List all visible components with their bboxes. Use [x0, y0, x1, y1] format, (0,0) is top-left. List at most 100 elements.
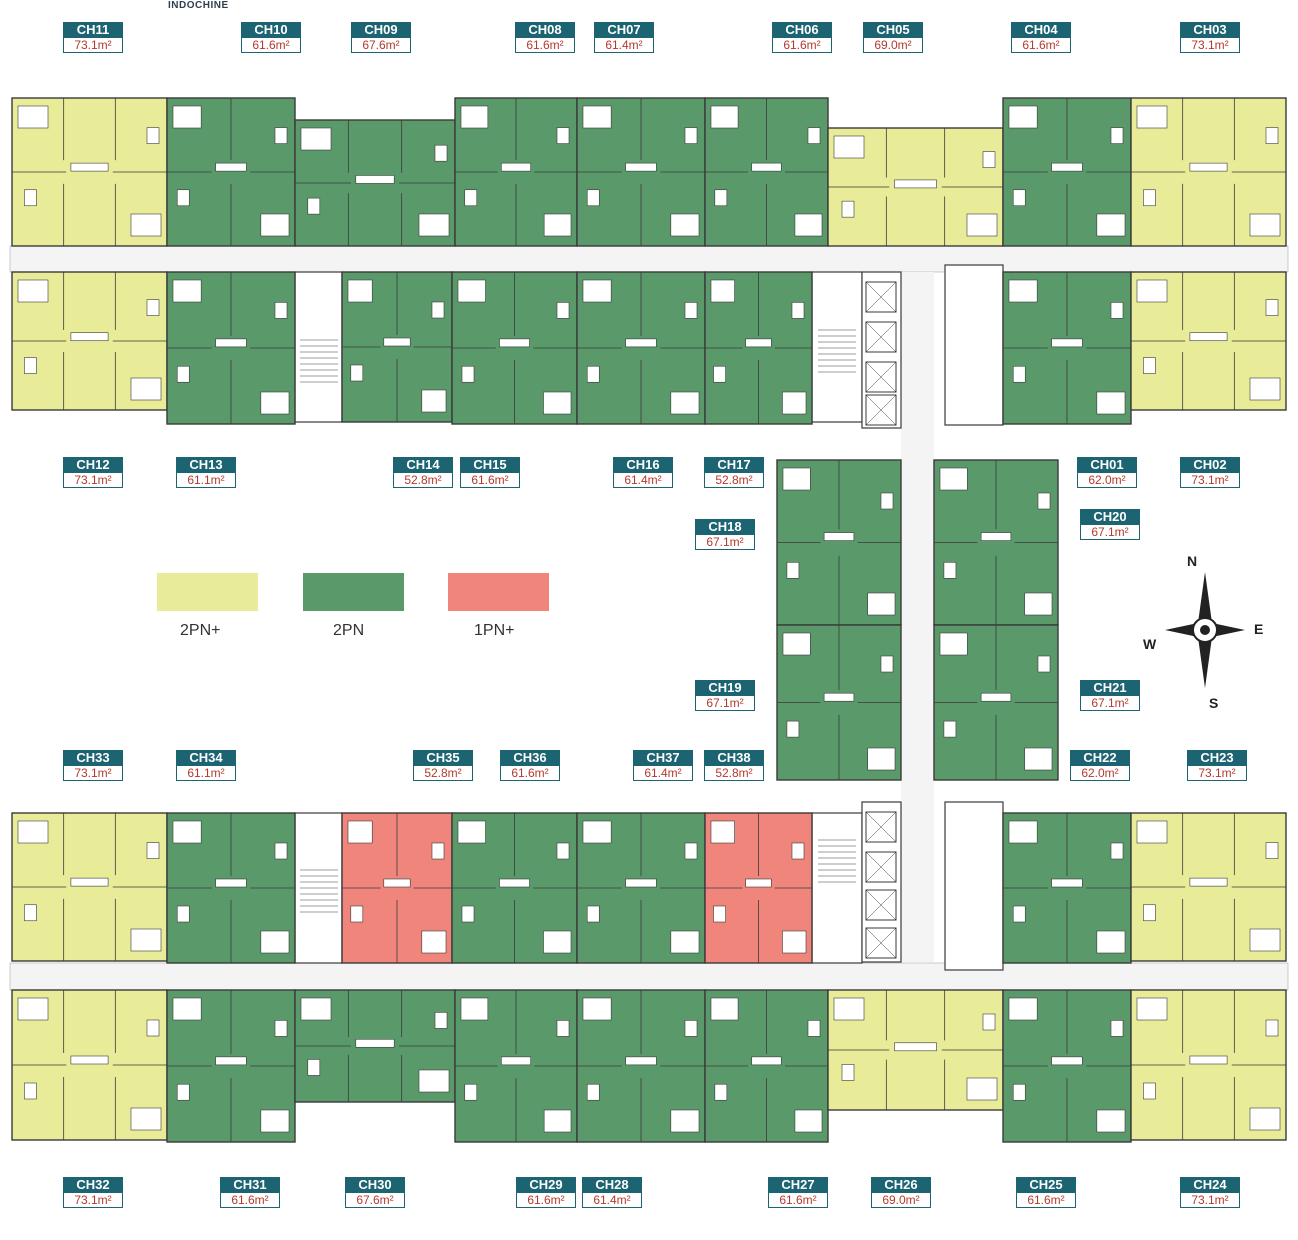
unit-area: 73.1m² [1187, 766, 1247, 781]
unit-code: CH36 [500, 750, 560, 766]
unit-ch32 [11, 989, 168, 1141]
brand-logo-text: INDOCHINE [168, 0, 229, 11]
service-core [811, 812, 863, 964]
legend-label-2pn: 2PN [333, 622, 365, 639]
unit-area: 61.6m² [241, 38, 301, 53]
south-corridor [9, 962, 1289, 991]
unit-area: 52.8m² [393, 473, 453, 488]
unit-area: 52.8m² [704, 766, 764, 781]
unit-area: 52.8m² [413, 766, 473, 781]
elevator-icon [865, 394, 897, 426]
unit-area: 61.1m² [176, 766, 236, 781]
unit-area: 67.1m² [695, 696, 755, 711]
unit-ch23 [1130, 812, 1287, 962]
unit-code: CH23 [1187, 750, 1247, 766]
unit-ch04 [1002, 97, 1132, 247]
unit-code: CH09 [351, 22, 411, 38]
unit-code: CH35 [413, 750, 473, 766]
unit-code: CH32 [63, 1177, 123, 1193]
unit-area: 61.1m² [176, 473, 236, 488]
unit-ch22 [1002, 812, 1132, 964]
unit-area: 67.1m² [695, 535, 755, 550]
unit-code: CH27 [768, 1177, 828, 1193]
unit-ch12 [11, 271, 168, 411]
unit-code: CH26 [871, 1177, 931, 1193]
unit-ch05 [827, 127, 1004, 247]
north-corridor [9, 245, 1289, 273]
unit-code: CH05 [863, 22, 923, 38]
unit-code: CH10 [241, 22, 301, 38]
unit-area: 61.6m² [500, 766, 560, 781]
unit-ch27 [704, 989, 829, 1143]
unit-code: CH13 [176, 457, 236, 473]
unit-area: 52.8m² [704, 473, 764, 488]
unit-ch09 [294, 119, 456, 247]
unit-code: CH16 [613, 457, 673, 473]
elevator-icon [865, 851, 897, 883]
unit-code: CH14 [393, 457, 453, 473]
unit-code: CH01 [1077, 457, 1137, 473]
service-core [944, 264, 1004, 426]
unit-area: 61.6m² [772, 38, 832, 53]
unit-ch01 [1002, 271, 1132, 425]
service-core [294, 271, 343, 423]
unit-area: 67.6m² [345, 1193, 405, 1208]
unit-ch18 [776, 459, 902, 626]
unit-ch35 [341, 812, 453, 964]
elevator-icon [865, 811, 897, 843]
unit-area: 61.4m² [613, 473, 673, 488]
unit-ch24 [1130, 989, 1287, 1141]
unit-ch21 [933, 624, 1059, 781]
unit-area: 73.1m² [1180, 1193, 1240, 1208]
legend-label-2pn-plus: 2PN+ [180, 622, 221, 639]
unit-ch16 [576, 271, 706, 425]
elevator-icon [865, 927, 897, 959]
unit-area: 62.0m² [1070, 766, 1130, 781]
unit-area: 67.6m² [351, 38, 411, 53]
unit-area: 73.1m² [63, 473, 123, 488]
unit-area: 62.0m² [1077, 473, 1137, 488]
unit-ch33 [11, 812, 168, 962]
unit-code: CH24 [1180, 1177, 1240, 1193]
unit-area: 61.4m² [594, 38, 654, 53]
unit-code: CH19 [695, 680, 755, 696]
unit-area: 61.6m² [515, 38, 575, 53]
unit-code: CH02 [1180, 457, 1240, 473]
unit-area: 61.6m² [1016, 1193, 1076, 1208]
unit-ch31 [166, 989, 296, 1143]
unit-ch17 [704, 271, 813, 425]
compass-rose-icon [1165, 572, 1245, 688]
unit-code: CH12 [63, 457, 123, 473]
unit-code: CH29 [516, 1177, 576, 1193]
elevator-icon [865, 281, 897, 313]
legend-swatch-0 [157, 573, 258, 611]
legend-label-1pn-plus: 1PN+ [474, 622, 515, 639]
compass-west: W [1143, 636, 1157, 652]
unit-ch38 [704, 812, 813, 964]
unit-area: 69.0m² [871, 1193, 931, 1208]
elevator-icon [865, 321, 897, 353]
